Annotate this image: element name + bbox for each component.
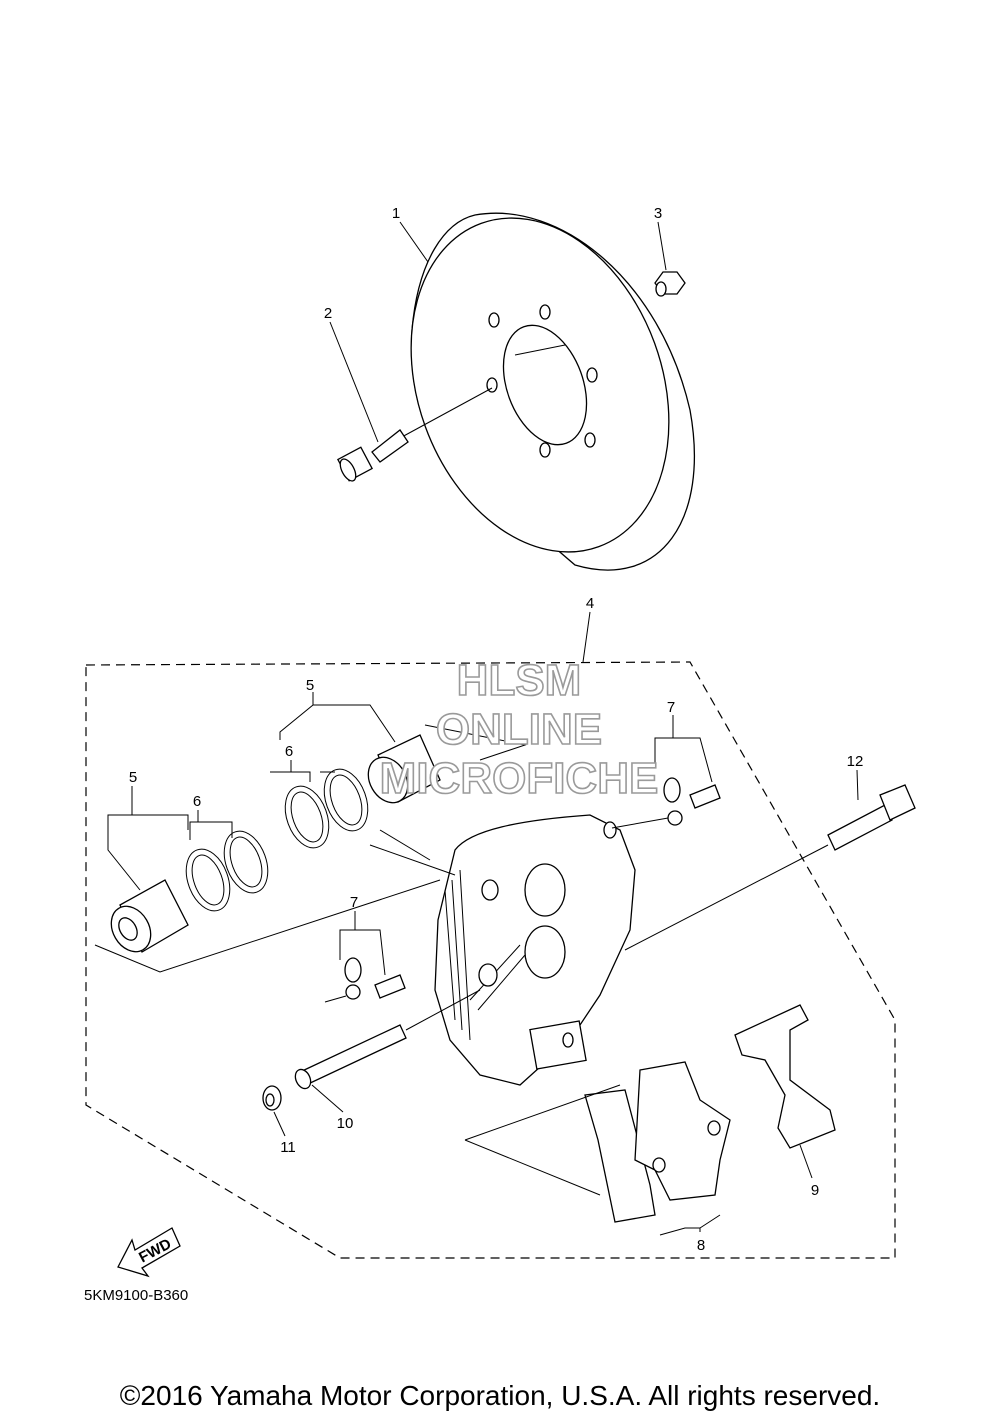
watermark: HLSM ONLINE MICROFICHE: [379, 655, 659, 804]
caliper-assembly-outline: [85, 661, 896, 1259]
seal-left-b: [223, 830, 269, 894]
callout-3: 3: [654, 205, 662, 222]
callout-4: 4: [586, 595, 594, 612]
disc-nut: [654, 271, 686, 297]
diagram-code: 5KM9100-B360: [84, 1287, 189, 1304]
caliper-bolt: [624, 784, 916, 951]
bleed-screw-upper: [611, 777, 721, 829]
forward-arrow-icon: FWD: [117, 1227, 181, 1278]
callout-1: 1: [392, 205, 400, 222]
callout-7-upper: 7: [667, 699, 675, 716]
callout-9: 9: [811, 1182, 819, 1199]
callout-8: 8: [697, 1237, 705, 1254]
seal-left-a: [185, 848, 231, 912]
caliper-plug: [262, 1085, 282, 1111]
piston-left: [110, 879, 189, 953]
callouts: 1 2 3 4 5 5 6 6 7 7 8 9 10 11 12: [129, 205, 864, 1254]
bleed-screw-lower: [324, 957, 406, 1003]
callout-12: 12: [847, 753, 864, 770]
callout-11: 11: [280, 1139, 296, 1156]
callout-5-left: 5: [129, 769, 137, 786]
watermark-line-1: HLSM: [457, 656, 582, 705]
seal-right-a: [284, 785, 330, 849]
callout-10: 10: [337, 1115, 354, 1132]
brake-pad-outer: [634, 1061, 731, 1201]
seal-right-b: [323, 768, 369, 832]
caliper-pin: [294, 989, 481, 1090]
pad-spring: [734, 1004, 836, 1149]
callout-6-right: 6: [285, 743, 293, 760]
brake-pad-inner: [584, 1089, 656, 1223]
watermark-line-2: ONLINE: [436, 705, 602, 754]
copyright-notice: ©2016 Yamaha Motor Corporation, U.S.A. A…: [119, 1380, 881, 1411]
caliper-body: [434, 814, 636, 1086]
disc-bolt: [337, 387, 493, 482]
callout-6-left: 6: [193, 793, 201, 810]
watermark-line-3: MICROFICHE: [380, 754, 659, 803]
callout-7-lower: 7: [350, 894, 358, 911]
leader-lines: [107, 221, 859, 1236]
callout-2: 2: [324, 305, 332, 322]
callout-5-right: 5: [306, 677, 314, 694]
brake-disc: [410, 212, 695, 571]
piston-right: [367, 734, 441, 804]
